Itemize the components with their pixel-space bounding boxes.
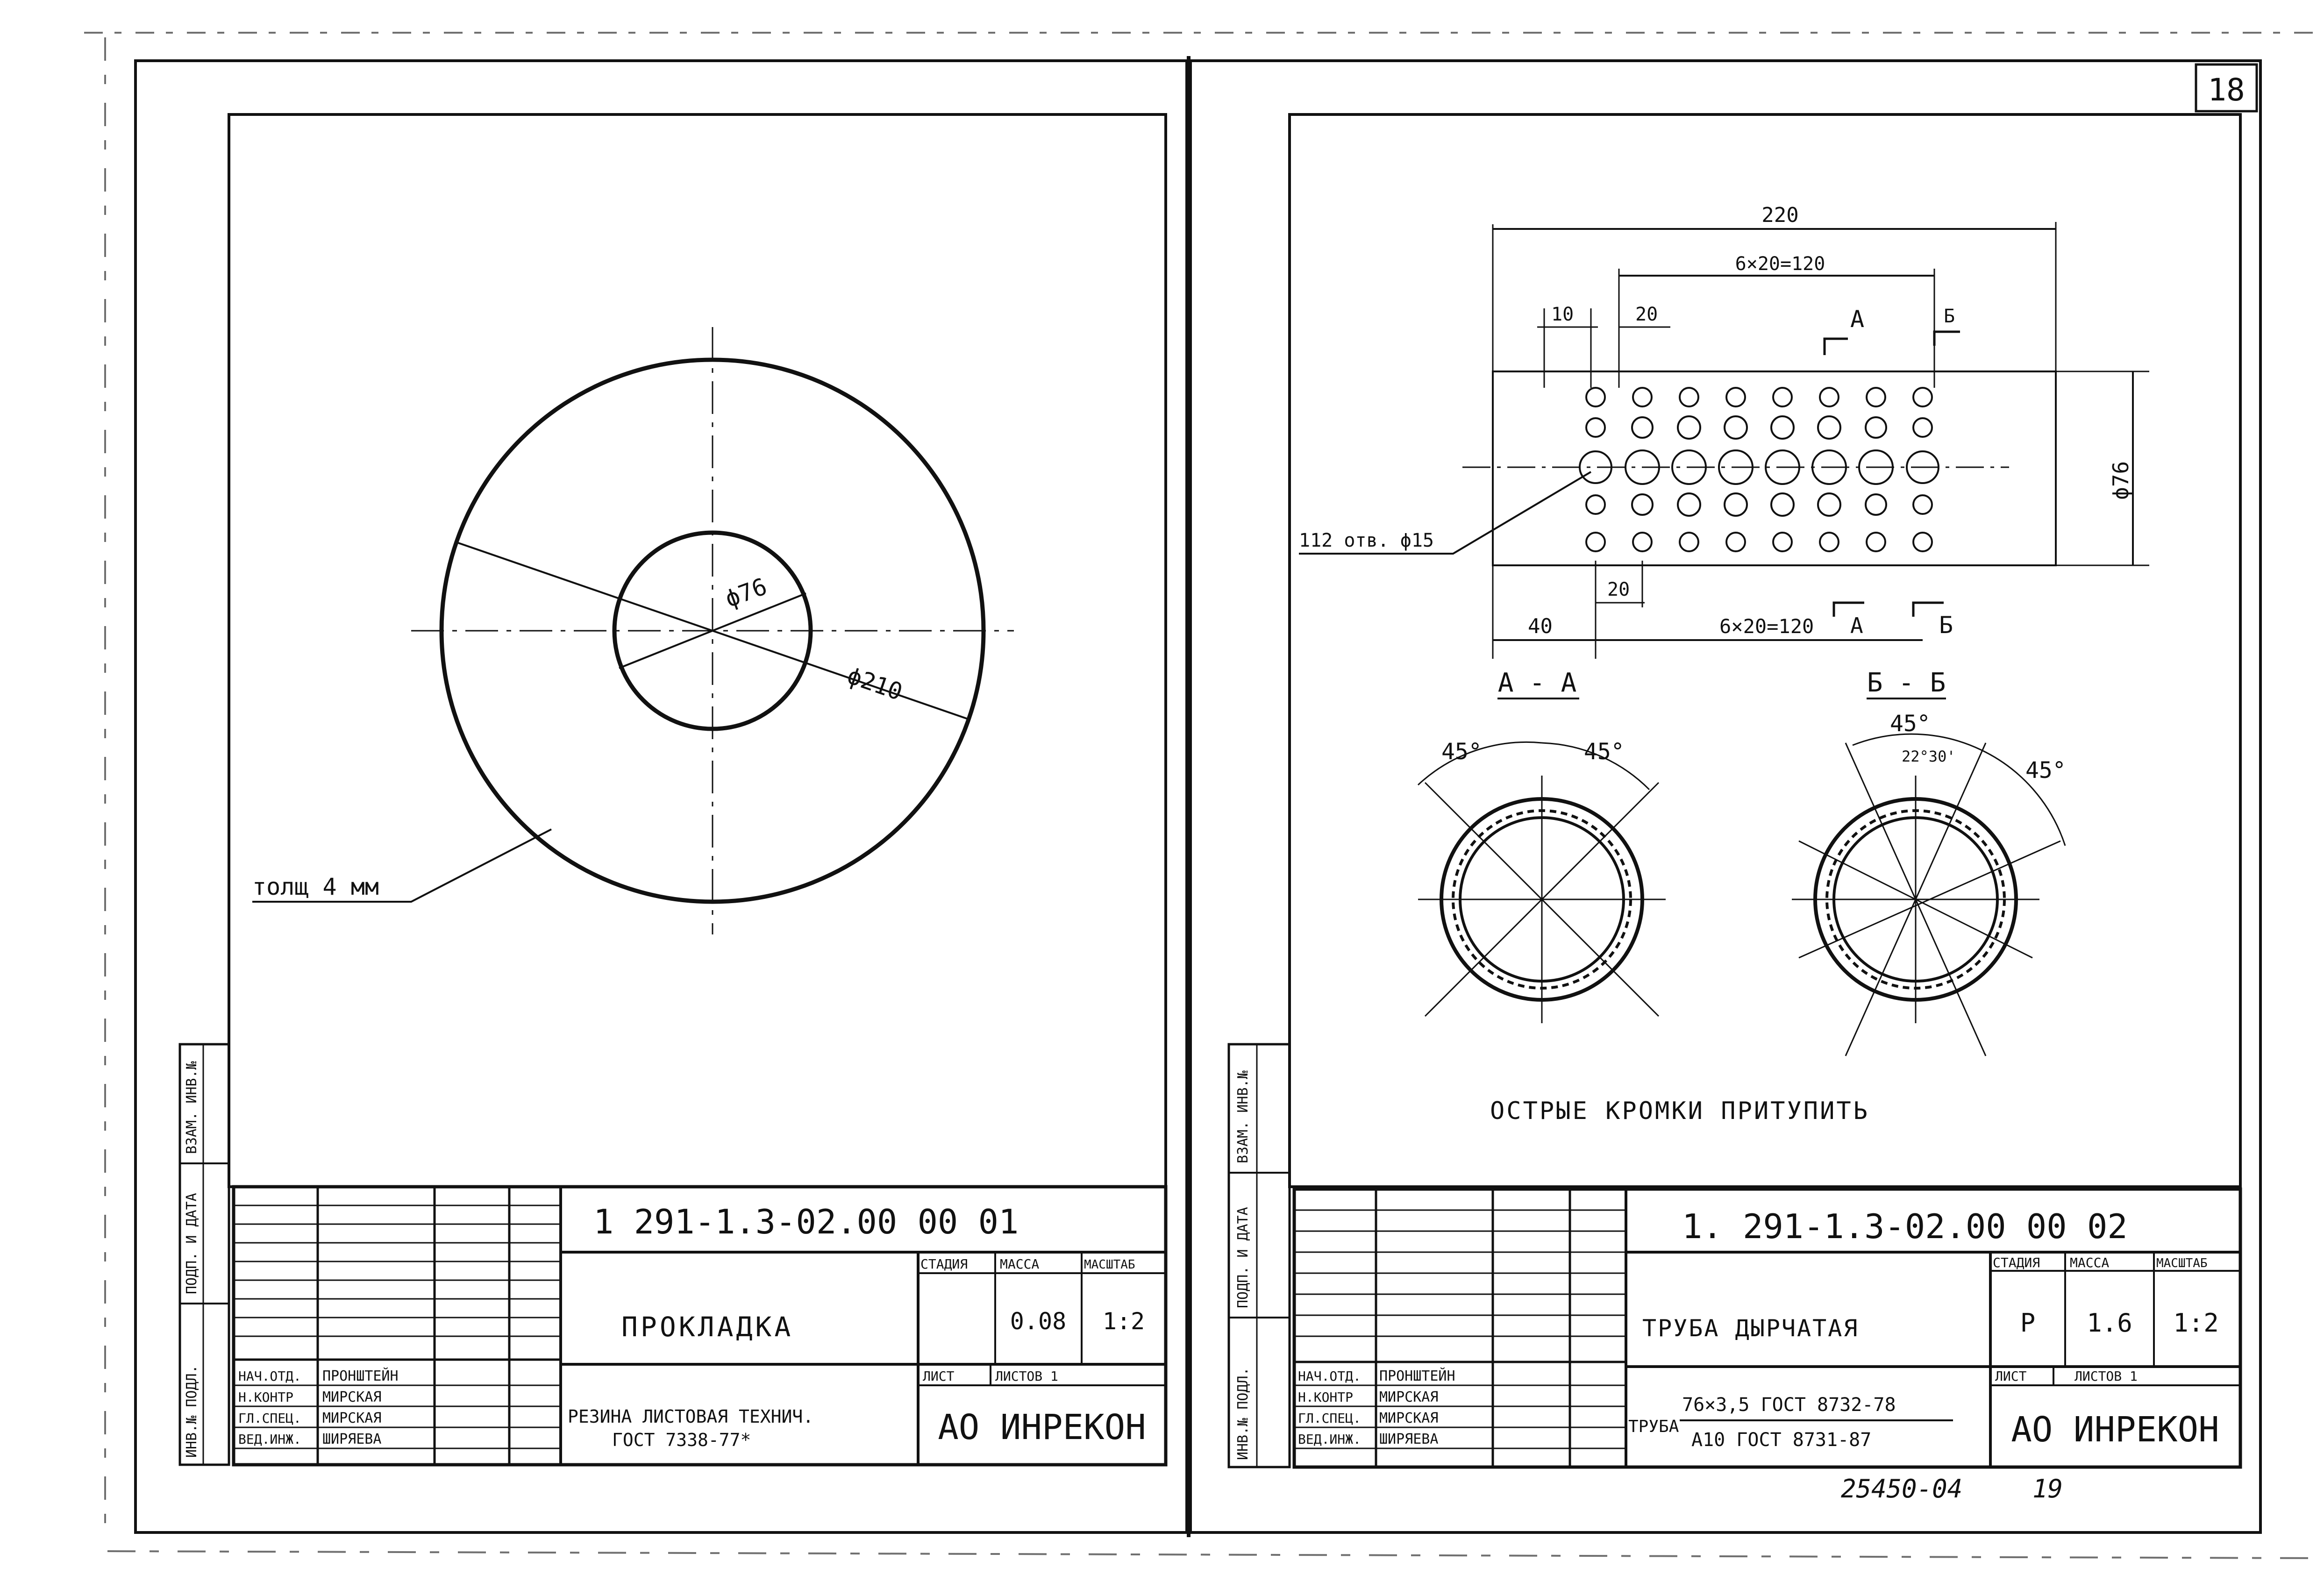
- thickness-note: толщ 4 мм: [252, 873, 379, 900]
- inner-diameter-label: ϕ76: [721, 573, 770, 613]
- right-name-0: ПРОНШТЕЙН: [1379, 1368, 1455, 1384]
- section-bb-angle3: 45°: [2025, 757, 2066, 784]
- gasket-outer-circle: [439, 357, 986, 904]
- right-scale: 1:2: [2173, 1308, 2219, 1338]
- hole-row-5: [1585, 532, 1933, 552]
- left-name-0: ПРОНШТЕЙН: [322, 1368, 399, 1384]
- section-mark-a-bottom: А: [1850, 613, 1863, 638]
- section-bb-angle2: 22°30': [1902, 748, 1956, 765]
- left-title-block: НАЧ.ОТД. Н.КОНТР ГЛ.СПЕЦ. ВЕД.ИНЖ. ПРОНШ…: [232, 1185, 1168, 1467]
- page-number: 18: [2208, 72, 2245, 108]
- left-sheets-label: ЛИСТОВ 1: [995, 1368, 1058, 1384]
- left-name-1: МИРСКАЯ: [322, 1389, 381, 1405]
- section-aa-label: А - А: [1498, 668, 1577, 698]
- holes-leader: [1299, 471, 1592, 555]
- right-mass-label: МАССА: [2070, 1255, 2109, 1270]
- section-bb-angle1: 45°: [1890, 711, 1931, 737]
- hole-row-2: [1585, 415, 1933, 440]
- right-name-1: МИРСКАЯ: [1379, 1389, 1438, 1405]
- section-mark-b-bottom: Б: [1939, 612, 1953, 639]
- left-company: АО ИНРЕКОН: [938, 1407, 1146, 1447]
- left-mass-label: МАССА: [1000, 1256, 1039, 1272]
- dim-220: 220: [1761, 203, 1798, 227]
- right-sheets-label: ЛИСТОВ 1: [2074, 1368, 2138, 1384]
- footer-page: 19: [2032, 1474, 2063, 1504]
- left-part-name: ПРОКЛАДКА: [621, 1311, 793, 1343]
- section-bb-label: Б - Б: [1867, 668, 1946, 698]
- dim-bottom-pitch: 6×20=120: [1719, 615, 1814, 638]
- right-material-prefix: ТРУБА: [1628, 1417, 1679, 1436]
- right-name-3: ШИРЯЕВА: [1379, 1431, 1438, 1447]
- edges-note: ОСТРЫЕ КРОМКИ ПРИТУПИТЬ: [1490, 1097, 1869, 1125]
- dim-top-10: 10: [1551, 304, 1574, 325]
- footer-code: 25450-04: [1841, 1474, 1962, 1504]
- section-aa-angle1: 45°: [1441, 739, 1482, 765]
- dim-top-pitch: 6×20=120: [1735, 253, 1825, 275]
- right-company: АО ИНРЕКОН: [2011, 1410, 2219, 1450]
- section-aa: А - А 45° 45°: [1417, 668, 1666, 1023]
- right-part-name: ТРУБА ДЫРЧАТАЯ: [1642, 1315, 1859, 1342]
- right-stamp-inv: ИНВ.№ ПОДЛ.: [1235, 1367, 1251, 1460]
- right-title-block: НАЧ.ОТД. Н.КОНТР ГЛ.СПЕЦ. ВЕД.ИНЖ. ПРОНШ…: [1292, 1187, 2242, 1469]
- hole-row-4: [1585, 492, 1933, 517]
- dim-diameter: ϕ76: [2108, 461, 2133, 500]
- right-side-stamp: ИНВ.№ ПОДЛ. ПОДП. И ДАТА ВЗАМ. ИНВ.№: [1227, 1043, 1291, 1468]
- section-mark-a-top: А: [1850, 306, 1864, 333]
- left-role-2: ГЛ.СПЕЦ.: [238, 1411, 301, 1426]
- left-side-stamp: ИНВ.№ ПОДЛ. ПОДП. И ДАТА ВЗАМ. ИНВ.№: [178, 1043, 230, 1466]
- right-role-3: ВЕД.ИНЖ.: [1298, 1432, 1361, 1447]
- left-drawing-area: [228, 113, 1167, 1188]
- left-material-2: ГОСТ 7338-77*: [612, 1430, 751, 1450]
- right-stage-label: СТАДИЯ: [1993, 1255, 2040, 1270]
- right-material-1: 76×3,5 ГОСТ 8732-78: [1682, 1394, 1896, 1416]
- thickness-leader: [252, 828, 552, 903]
- left-stamp-replace: ВЗАМ. ИНВ.№: [184, 1061, 200, 1154]
- pipe-view: 220 6×20=120 10 20 А Б: [1299, 203, 2149, 659]
- dim-top-20: 20: [1635, 304, 1658, 325]
- left-scale-label: МАСШТАБ: [1084, 1258, 1135, 1272]
- left-name-2: МИРСКАЯ: [322, 1410, 381, 1426]
- right-mass: 1.6: [2087, 1308, 2132, 1338]
- right-role-2: ГЛ.СПЕЦ.: [1298, 1411, 1361, 1426]
- left-sheet-label: ЛИСТ: [923, 1368, 955, 1384]
- right-scale-label: МАСШТАБ: [2156, 1256, 2208, 1270]
- left-designation: 1 291-1.3-02.00 00 01: [593, 1202, 1019, 1241]
- section-bb: Б - Б 45° 22°30' 45°: [1792, 668, 2066, 1056]
- outer-diameter-label: ϕ210: [844, 662, 906, 706]
- dim-bottom-20: 20: [1607, 579, 1630, 600]
- holes-note: 112 отв. ϕ15: [1299, 530, 1434, 551]
- right-designation: 1. 291-1.3-02.00 00 02: [1682, 1207, 2128, 1246]
- right-stamp-replace: ВЗАМ. ИНВ.№: [1235, 1070, 1251, 1163]
- page-number-box: [2195, 63, 2258, 113]
- gasket-view: ϕ76 ϕ210 толщ 4 мм: [252, 327, 1014, 934]
- right-sheet-label: ЛИСТ: [1995, 1368, 2027, 1384]
- left-role-0: НАЧ.ОТД.: [238, 1368, 301, 1384]
- dim-line-inner-diameter: [619, 592, 806, 669]
- left-stage-label: СТАДИЯ: [920, 1256, 968, 1272]
- hole-row-1: [1585, 387, 1933, 407]
- left-scale: 1:2: [1103, 1308, 1145, 1335]
- right-role-1: Н.КОНТР: [1298, 1390, 1353, 1405]
- section-mark-b-top: Б: [1944, 306, 1955, 327]
- left-stamp-inv: ИНВ.№ ПОДЛ.: [184, 1365, 200, 1458]
- left-material-1: РЕЗИНА ЛИСТОВАЯ ТЕХНИЧ.: [568, 1406, 813, 1427]
- left-stamp-sign: ПОДП. И ДАТА: [184, 1193, 200, 1294]
- section-aa-angle2: 45°: [1584, 739, 1625, 765]
- scan-edge-bottom: [107, 1550, 2318, 1559]
- right-name-2: МИРСКАЯ: [1379, 1410, 1438, 1426]
- right-stamp-sign: ПОДП. И ДАТА: [1235, 1207, 1251, 1308]
- dim-bottom-40: 40: [1528, 614, 1553, 638]
- right-material-2: А10 ГОСТ 8731-87: [1691, 1429, 1871, 1451]
- left-mass: 0.08: [1010, 1308, 1066, 1335]
- left-role-3: ВЕД.ИНЖ.: [238, 1432, 301, 1447]
- left-role-1: Н.КОНТР: [238, 1390, 293, 1405]
- right-stage: Р: [2020, 1308, 2036, 1338]
- right-role-0: НАЧ.ОТД.: [1298, 1368, 1361, 1384]
- gasket-inner-circle: [612, 530, 813, 731]
- hole-row-3: [1579, 449, 1939, 485]
- right-drawing-area: [1288, 113, 2242, 1188]
- left-name-3: ШИРЯЕВА: [322, 1431, 381, 1447]
